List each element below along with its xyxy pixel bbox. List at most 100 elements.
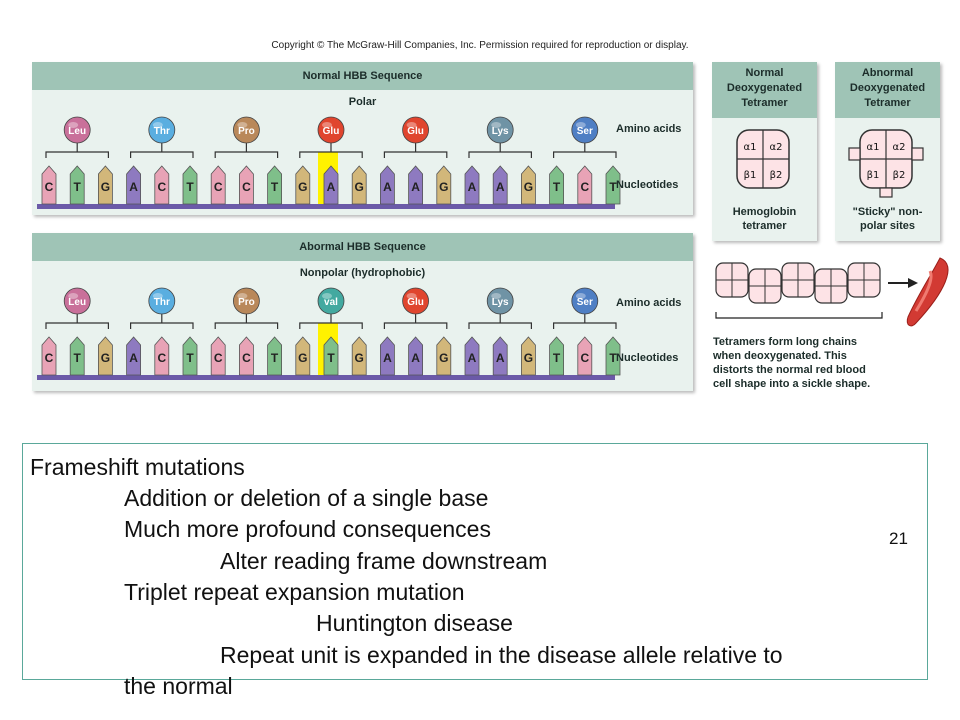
- abnormal-codon-bracket: [299, 313, 363, 329]
- abnormal-amino-acid-label-4: val: [324, 297, 338, 308]
- abnormal-nucleotide-16: [464, 336, 480, 376]
- abnormal-nucleotide-label-4: A: [129, 351, 138, 365]
- abnormal-nucleotide-label-3: G: [101, 351, 110, 365]
- abnormal-beta1-label: β1: [867, 170, 880, 181]
- normal-nucleotide-13: [380, 165, 395, 205]
- abnormal-codon-bracket: [45, 313, 109, 329]
- abnormal-amino-acid-label-6: Lys: [492, 297, 509, 308]
- normal-nucleotide-14: [408, 165, 423, 205]
- normal-nucleotide-9: [267, 165, 282, 205]
- chain-caption: Tetramers form long chains when deoxygen…: [713, 336, 871, 390]
- normal-panel-title: Normal HBB Sequence: [32, 62, 693, 90]
- abnormal-nucleotide-13: [380, 336, 395, 376]
- normal-nucleotide-label-10: G: [298, 180, 307, 194]
- normal-amino-acid-label-7: Ser: [577, 126, 593, 137]
- abnormal-codon-bracket: [130, 313, 194, 329]
- normal-tetramer-title: Normal Deoxygenated Tetramer: [712, 62, 817, 118]
- normal-nucleotide-19: [549, 165, 564, 205]
- abnormal-nucleotide-label-12: G: [355, 351, 364, 365]
- abnormal-nucleotide-label-18: G: [524, 351, 533, 365]
- abnormal-amino-acid-label-2: Thr: [154, 297, 170, 308]
- abnormal-tetramer-caption: "Sticky" non- polar sites: [852, 206, 923, 232]
- abnormal-panel-title: Abormal HBB Sequence: [32, 233, 693, 261]
- tetramer-chain-illustration: [715, 257, 949, 327]
- arrow-icon: [908, 278, 918, 288]
- bullet-huntington: Huntington disease: [316, 610, 513, 636]
- abnormal-nucleotide-label-5: C: [157, 351, 166, 365]
- page-number: 21: [889, 529, 908, 548]
- normal-beta2-label: β2: [770, 170, 783, 181]
- normal-amino-acid-2: [148, 116, 176, 144]
- normal-amino-acid-label-2: Thr: [154, 126, 170, 137]
- tetramer-chain: [715, 262, 881, 304]
- normal-nucleotide-label-3: G: [101, 180, 110, 194]
- abnormal-nucleotides-label: Nucleotides: [616, 352, 679, 364]
- bullet-addition-deletion: Addition or deletion of a single base: [124, 485, 489, 511]
- abnormal-nucleotide-10: [295, 336, 311, 376]
- normal-codon-bracket: [45, 142, 109, 158]
- bullet-triplet-repeat: Triplet repeat expansion mutation: [124, 579, 465, 605]
- normal-nucleotide-2: [69, 165, 85, 205]
- normal-nucleotide-15: [436, 165, 452, 205]
- bullet-repeat-unit: Repeat unit is expanded in the disease a…: [220, 642, 783, 668]
- slide-text-box: Frameshift mutations Addition or deletio…: [22, 443, 928, 699]
- normal-amino-acid-label-6: Lys: [492, 126, 509, 137]
- abnormal-amino-acid-7: [571, 287, 599, 315]
- abnormal-codon-bracket: [383, 313, 448, 329]
- normal-amino-acid-label-5: Glu: [407, 126, 424, 137]
- abnormal-nucleotide-label-14: A: [411, 351, 420, 365]
- normal-tetramer-caption: Hemoglobin tetramer: [732, 206, 797, 232]
- abnormal-nucleotide-18: [521, 336, 536, 376]
- abnormal-codon-bracket: [468, 313, 532, 329]
- normal-nucleotide-label-2: T: [74, 180, 82, 194]
- normal-nucleotide-label-9: T: [271, 180, 279, 194]
- normal-dna-backbone: [37, 204, 615, 209]
- normal-nucleotide-3: [98, 165, 113, 205]
- abnormal-nucleotide-2: [69, 336, 85, 376]
- normal-nucleotide-18: [521, 165, 536, 205]
- normal-nucleotide-8: [239, 165, 254, 205]
- abnormal-nucleotide-8: [239, 336, 254, 376]
- abnormal-amino-acid-label-7: Ser: [577, 297, 593, 308]
- normal-nucleotide-label-12: G: [355, 180, 364, 194]
- abnormal-nucleotide-label-17: A: [496, 351, 505, 365]
- copyright-notice: Copyright © The McGraw-Hill Companies, I…: [271, 40, 689, 51]
- normal-nucleotide-label-11: A: [327, 180, 336, 194]
- normal-amino-acid-label-4: Glu: [323, 126, 340, 137]
- normal-amino-acid-5: [402, 116, 430, 144]
- normal-nucleotide-label-20: C: [580, 180, 589, 194]
- abnormal-amino-acid-4: [317, 287, 345, 315]
- normal-codon-bracket: [130, 142, 194, 158]
- abnormal-nucleotide-20: [577, 336, 593, 376]
- normal-beta1-label: β1: [744, 170, 757, 181]
- abnormal-nucleotide-label-8: C: [242, 351, 251, 365]
- normal-amino-acid-6: [486, 116, 514, 144]
- abnormal-nucleotide-9: [267, 336, 282, 376]
- abnormal-nucleotide-label-9: T: [271, 351, 279, 365]
- abnormal-nucleotide-label-15: G: [439, 351, 448, 365]
- normal-codon-bracket: [299, 142, 363, 158]
- abnormal-nucleotide-label-6: T: [186, 351, 194, 365]
- normal-nucleotide-label-5: C: [157, 180, 166, 194]
- normal-amino-acid-3: [232, 116, 260, 144]
- normal-nucleotide-4: [126, 165, 141, 205]
- normal-nucleotide-label-1: C: [45, 180, 54, 194]
- abnormal-nucleotide-7: [210, 336, 226, 376]
- abnormal-amino-acid-5: [402, 287, 430, 315]
- normal-nucleotide-label-13: A: [383, 180, 392, 194]
- abnormal-amino-acid-3: [232, 287, 260, 315]
- bullet-frameshift: Frameshift mutations: [30, 454, 245, 480]
- bullet-reading-frame: Alter reading frame downstream: [220, 548, 548, 574]
- normal-tetramer-icon: α1 α2 β1 β2: [736, 129, 790, 189]
- normal-codon-bracket: [468, 142, 532, 158]
- abnormal-nucleotide-21: [605, 336, 621, 376]
- normal-amino-acid-4: [317, 116, 345, 144]
- abnormal-nucleotide-15: [436, 336, 452, 376]
- normal-amino-acids-label: Amino acids: [616, 123, 682, 135]
- normal-nucleotide-label-21: T: [609, 180, 617, 194]
- normal-codon-bracket: [214, 142, 279, 158]
- normal-nucleotide-21: [605, 165, 621, 205]
- normal-nucleotide-20: [577, 165, 593, 205]
- abnormal-tetramer-box: Abnormal Deoxygenated Tetramer α1 α2 β1 …: [835, 62, 940, 241]
